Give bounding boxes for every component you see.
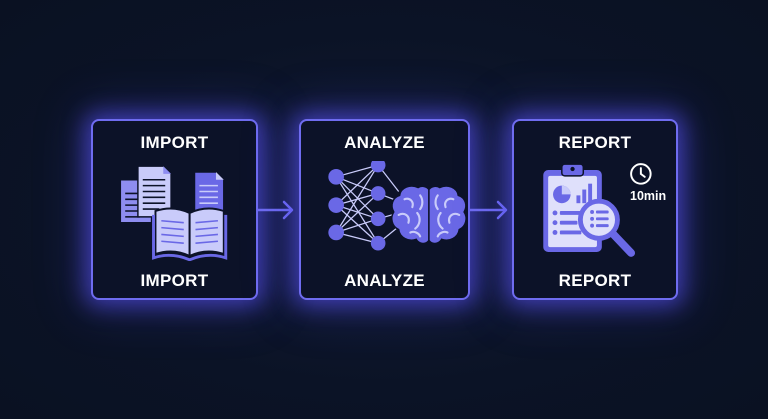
- import-step-card: IMPORT: [91, 119, 258, 300]
- arrow-right-icon: [258, 200, 294, 220]
- arrow-right-icon: [470, 200, 508, 220]
- analyze-step-card: ANALYZE: [299, 119, 470, 300]
- import-step-title: IMPORT: [140, 133, 209, 152]
- analyze-step-caption: ANALYZE: [344, 271, 425, 290]
- clock-icon: [630, 163, 652, 185]
- analyze-step-title: ANALYZE: [344, 133, 425, 152]
- import-step-caption: IMPORT: [140, 271, 209, 290]
- report-step-caption: REPORT: [558, 271, 632, 290]
- report-step-card: REPORT: [512, 119, 678, 300]
- report-clipboard-magnifier-icon: [543, 163, 652, 257]
- neural-network-brain-icon: [328, 161, 467, 251]
- duration-label: 10min: [630, 189, 667, 203]
- documents-and-open-book-icon: [119, 165, 228, 261]
- report-step-title: REPORT: [558, 133, 632, 152]
